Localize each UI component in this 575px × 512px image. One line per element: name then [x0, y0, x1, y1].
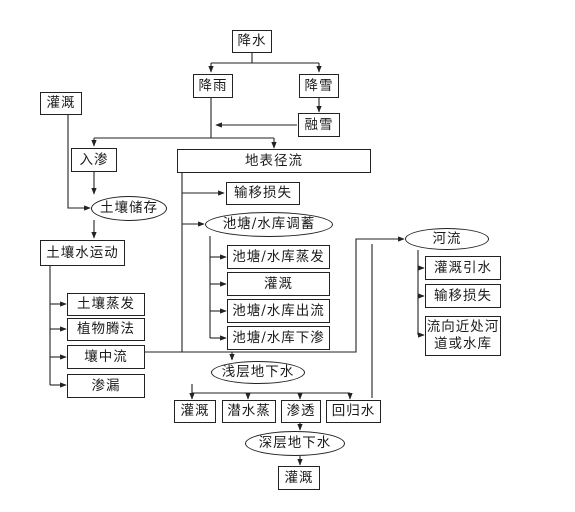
node-deep-groundwater: 深层地下水	[245, 431, 345, 456]
node-gw-irrigation: 灌溉	[174, 400, 216, 423]
node-flow-to-river-or-reservoir: 流向近处河道或水库	[425, 316, 501, 356]
node-rainfall: 降雨	[193, 74, 233, 98]
node-pond-evaporation: 池塘/水库蒸发	[227, 245, 330, 269]
node-plant-transpiration: 植物腾法	[67, 318, 145, 341]
node-river: 河流	[405, 228, 489, 250]
node-surface-runoff: 地表径流	[177, 149, 371, 173]
edge-interflow-to-river	[145, 236, 405, 353]
node-infiltration: 入渗	[71, 148, 117, 172]
node-transport-loss-1: 输移损失	[226, 182, 300, 205]
node-deep-irrigation: 灌溉	[278, 466, 320, 490]
node-return-water: 回归水	[326, 400, 381, 423]
node-pond-seepage: 池塘/水库下渗	[227, 326, 330, 350]
edge-irrigation-soil-storage	[67, 115, 91, 211]
node-leakage: 渗漏	[67, 374, 145, 398]
node-phreatic-evaporation: 潜水蒸	[222, 400, 276, 423]
node-percolation: 渗透	[281, 400, 321, 423]
node-shallow-groundwater: 浅层地下水	[211, 361, 305, 384]
node-soil-storage: 土壤储存	[91, 196, 167, 221]
node-soil-water-movement: 土壤水运动	[40, 240, 125, 266]
node-soil-evaporation: 土壤蒸发	[67, 293, 145, 316]
node-pond-irrigation: 灌溉	[227, 272, 330, 296]
edge-precip-split	[211, 53, 319, 64]
node-interflow: 壤中流	[67, 345, 145, 369]
node-river-irrigation-withdrawal: 灌溉引水	[425, 256, 501, 280]
node-snowfall: 降雪	[299, 74, 339, 98]
node-pond-outflow: 池塘/水库出流	[227, 299, 330, 323]
node-pond-storage: 池塘/水库调蓄	[205, 212, 333, 237]
node-precipitation: 降水	[232, 30, 272, 53]
node-transport-loss-2: 输移损失	[425, 284, 501, 308]
node-irrigation-top: 灌溉	[40, 92, 82, 115]
node-snowmelt: 融雪	[298, 113, 340, 137]
edge-gw-split	[191, 384, 350, 394]
